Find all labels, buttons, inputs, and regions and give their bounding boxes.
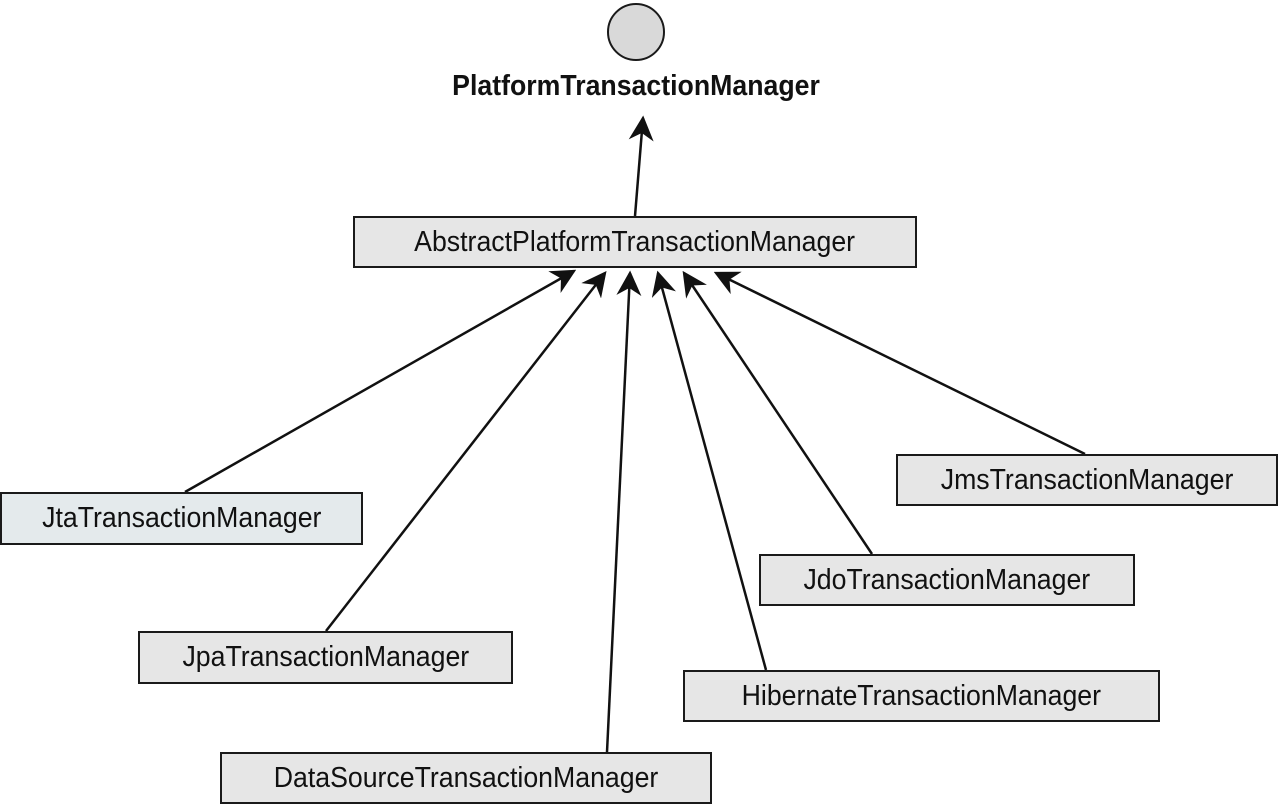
arrow-abstract-to-interface: [628, 115, 654, 217]
class-label-datasource: DataSourceTransactionManager: [273, 761, 659, 794]
class-box-jms: JmsTransactionManager: [896, 454, 1278, 506]
abstract-class-label: AbstractPlatformTransactionManager: [414, 225, 856, 258]
arrow-hibernate-to-abstract: [651, 270, 768, 671]
class-label-jms: JmsTransactionManager: [940, 463, 1234, 496]
interface-label: PlatformTransactionManager: [452, 70, 820, 102]
class-label-jpa: JpaTransactionManager: [182, 641, 469, 673]
class-label-jdo: JdoTransactionManager: [803, 563, 1091, 596]
arrow-jta-to-abstract: [184, 269, 577, 494]
interface-lollipop-icon: [607, 3, 665, 61]
class-box-datasource: DataSourceTransactionManager: [220, 752, 712, 804]
class-label-jta: JtaTransactionManager: [41, 502, 322, 534]
arrow-datasource-to-abstract: [605, 270, 642, 753]
abstract-class-box: AbstractPlatformTransactionManager: [353, 216, 917, 268]
class-box-jdo: JdoTransactionManager: [759, 554, 1135, 606]
arrow-jpa-to-abstract: [325, 271, 607, 632]
class-box-hibernate: HibernateTransactionManager: [683, 670, 1160, 722]
class-box-jta: JtaTransactionManager: [0, 492, 363, 545]
class-label-hibernate: HibernateTransactionManager: [741, 679, 1102, 712]
arrow-jdo-to-abstract: [682, 270, 874, 555]
arrow-jms-to-abstract: [713, 271, 1086, 456]
class-box-jpa: JpaTransactionManager: [138, 631, 513, 684]
